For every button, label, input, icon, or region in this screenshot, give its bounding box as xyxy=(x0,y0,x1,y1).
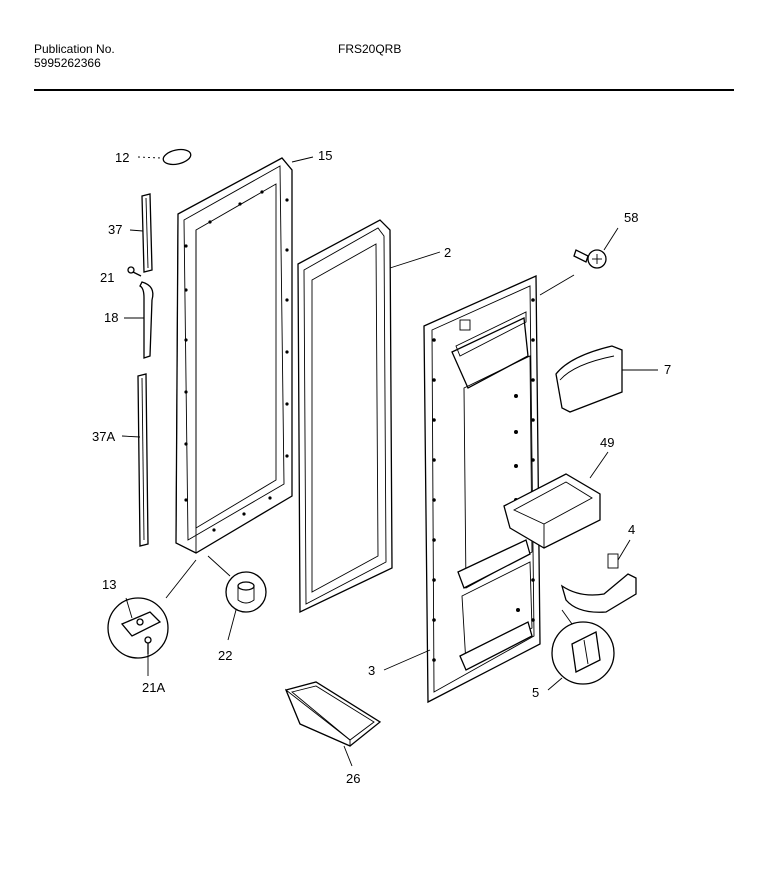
callout-5: 5 xyxy=(532,685,539,700)
part-22-hinge-pin xyxy=(207,555,267,641)
publication-number: 5995262366 xyxy=(34,56,101,70)
part-21a-screw xyxy=(144,636,152,676)
part-3-inner-door-liner xyxy=(383,274,575,704)
part-2-door-gasket xyxy=(297,219,441,614)
callout-26: 26 xyxy=(346,771,360,786)
callout-58: 58 xyxy=(624,210,638,225)
callout-7: 7 xyxy=(664,362,671,377)
callout-2: 2 xyxy=(444,245,451,260)
callout-37: 37 xyxy=(108,222,122,237)
part-26-bin xyxy=(284,681,382,767)
part-7-dairy-door xyxy=(555,345,658,413)
model-number: FRS20QRB xyxy=(338,42,402,56)
header-rule xyxy=(34,89,734,91)
callout-15: 15 xyxy=(318,148,332,163)
part-12-oval-cap xyxy=(137,148,192,166)
part-13-hinge-detail xyxy=(107,559,197,659)
callout-3: 3 xyxy=(368,663,375,678)
part-4-shelf-retainer xyxy=(560,539,637,613)
callout-12: 12 xyxy=(115,150,129,165)
part-37-trim-strip xyxy=(129,193,153,273)
callout-37a: 37A xyxy=(92,429,115,444)
publication-label: Publication No. xyxy=(34,42,115,56)
part-37a-trim-strip xyxy=(121,373,149,547)
part-49-door-bin xyxy=(503,451,609,549)
part-15-door-frame xyxy=(175,156,314,554)
part-58-screw xyxy=(573,227,619,269)
callout-22: 22 xyxy=(218,648,232,663)
callout-13: 13 xyxy=(102,577,116,592)
part-18-handle xyxy=(124,281,154,359)
callout-18: 18 xyxy=(104,310,118,325)
callout-21: 21 xyxy=(100,270,114,285)
part-5-detail-circle xyxy=(547,609,615,691)
part-21-screw xyxy=(127,266,142,277)
callout-4: 4 xyxy=(628,522,635,537)
callout-49: 49 xyxy=(600,435,614,450)
callout-21a: 21A xyxy=(142,680,165,695)
